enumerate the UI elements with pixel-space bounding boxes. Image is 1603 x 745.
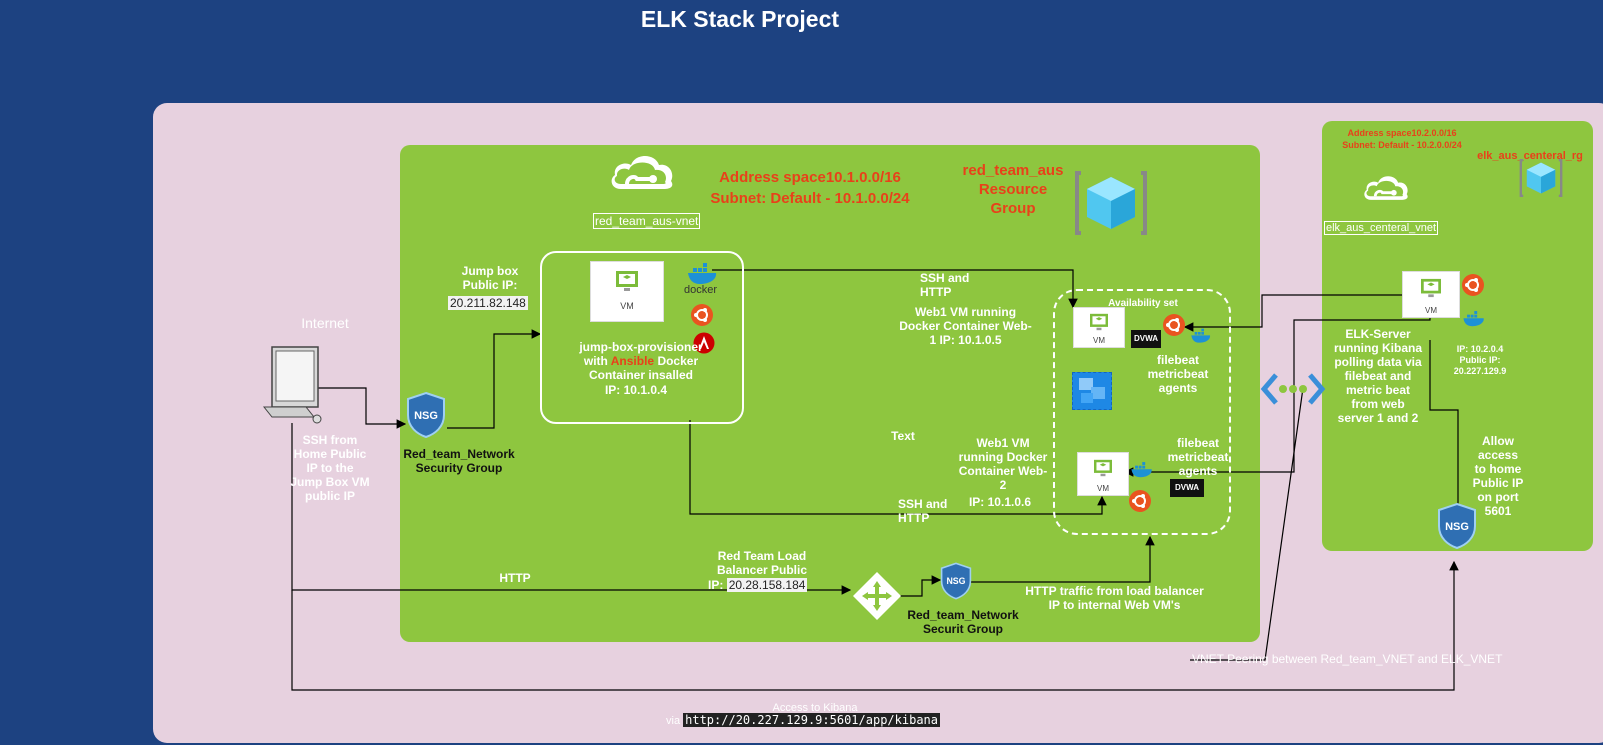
nsg2-badge: NSG (946, 576, 965, 586)
elk-ip-3: 20.227.129.9 (1453, 366, 1507, 376)
availability-set-box (1053, 289, 1231, 535)
docker-label: docker (684, 284, 718, 296)
vm-monitor-icon (1090, 313, 1108, 331)
vnet-peering-label: VNET Peering between Red_team_VNET and E… (1192, 652, 1503, 666)
http-traffic-label: HTTP traffic from load balancer IP to in… (1025, 584, 1204, 612)
red-team-vnet-box (400, 145, 1260, 642)
red-resource-group-label: red_team_aus Resource Group (962, 162, 1064, 217)
kibana-via: via http://20.227.129.9:5601/app/kibana (666, 713, 940, 727)
web1-ubuntu-icon (1163, 314, 1185, 336)
nsg2-label: Red_team_Network Securit Group (907, 608, 1019, 636)
elk-ubuntu-icon (1462, 274, 1484, 296)
web2-vm-label: VM (1097, 484, 1109, 493)
elk-address-space: Address space10.2.0.0/16 (1347, 128, 1457, 138)
load-balancer-ip-prefix: IP: (708, 578, 724, 592)
ansible-icon (693, 332, 715, 354)
elk-subnet: Subnet: Default - 10.2.0.0/24 (1342, 140, 1462, 150)
web2-dvwa-icon: DVWA (1170, 479, 1204, 497)
http-label: HTTP (499, 571, 531, 585)
elk-ip-1: IP: 10.2.0.4 (1456, 344, 1504, 354)
elk-resource-group-icon (1519, 159, 1563, 197)
availability-set-label: Availability set (1108, 298, 1178, 309)
jumpbox-public-label: Jump box Public IP: (461, 264, 519, 292)
red-address-space: Address space10.1.0.0/16 (719, 169, 901, 186)
elk-vm-icon: VM (1402, 271, 1460, 318)
kibana-url[interactable]: http://20.227.129.9:5601/app/kibana (683, 713, 940, 727)
computer-icon (262, 346, 322, 424)
web2-ubuntu-icon (1129, 490, 1151, 512)
elk-vnet-name: elk_aus_centeral_vnet (1324, 218, 1439, 236)
web1-docker-icon (1191, 328, 1211, 343)
nsg1-label: Red_team_Network Security Group (403, 447, 515, 475)
elk-ip-2: Public IP: (1459, 355, 1501, 365)
vnet-cloud-icon (611, 156, 673, 189)
red-vnet-name: red_team_aus-vnet (593, 212, 701, 230)
kibana-access-label: Access to Kibana (772, 702, 858, 714)
jumpbox-desc-2: Docker Container insalled (588, 354, 699, 382)
web1-dvwa-icon: DVWA (1131, 330, 1161, 348)
web1-label: Web1 VM running Docker Container Web-1 I… (899, 305, 1032, 347)
nsg-shield-icon: NSG (407, 391, 445, 439)
vm-monitor-icon (616, 271, 638, 291)
elk-server-description: ELK-Server running Kibana polling data v… (1334, 327, 1422, 425)
vnet-peering-icon (1260, 373, 1326, 405)
jumpbox-desc-1: jump-box-provisioner with (579, 340, 703, 368)
nsg1-badge: NSG (414, 410, 438, 422)
web1-vm-label: VM (1093, 336, 1105, 345)
jumpbox-vm-icon: VM (590, 261, 664, 322)
elk-vm-label: VM (1425, 306, 1437, 315)
ssh-http-top-label: SSH and HTTP (920, 271, 970, 299)
docker-icon (688, 263, 717, 284)
elk-docker-icon (1463, 311, 1484, 327)
load-balancer-label: Red Team Load Balancer Public (716, 549, 808, 577)
elk-vnet-name-text: elk_aus_centeral_vnet (1324, 221, 1439, 235)
web2-vm-icon: VM (1077, 452, 1129, 496)
elk-rg-label: elk_aus_centeral_rg (1477, 150, 1583, 162)
web2-ip: IP: 10.1.0.6 (968, 495, 1032, 509)
red-subnet: Subnet: Default - 10.1.0.0/24 (710, 190, 910, 207)
jumpbox-public-ip: 20.211.82.148 (448, 294, 528, 312)
text-label: Text (891, 429, 915, 443)
web1-vm-icon: VM (1073, 307, 1125, 348)
web2-docker-icon (1131, 462, 1152, 478)
jumpbox-ip: IP: 10.1.0.4 (604, 383, 668, 397)
jumpbox-description: jump-box-provisioner with Ansible Docker… (571, 340, 711, 382)
ansible-label: Ansible (610, 354, 655, 368)
jumpbox-public-ip-value: 20.211.82.148 (448, 296, 528, 310)
ubuntu-icon (691, 304, 713, 326)
load-balancer-ip-value: 20.28.158.184 (726, 578, 808, 592)
ssh-http-bottom-label: SSH and HTTP (898, 497, 948, 525)
kibana-via-text: via (666, 715, 681, 727)
nsg2-shield-icon: NSG (940, 562, 972, 600)
page-title: ELK Stack Project (640, 6, 840, 32)
vm-monitor-icon (1421, 278, 1441, 298)
red-vnet-name-text: red_team_aus-vnet (593, 213, 701, 229)
jumpbox-container (540, 251, 744, 424)
nsg3-shield-icon: NSG (1438, 502, 1476, 550)
scale-set-icon (1072, 372, 1112, 410)
load-balancer-icon (853, 572, 901, 620)
ssh-home-note: SSH from Home Public IP to the Jump Box … (290, 433, 370, 503)
web1-agents: filebeat metricbeat agents (1147, 353, 1209, 395)
web2-label: Web1 VM running Docker Container Web-2 (958, 436, 1048, 492)
elk-allow-access: Allow access to home Public IP on port 5… (1472, 434, 1524, 518)
nsg3-badge: NSG (1445, 521, 1469, 533)
load-balancer-ip: IP: 20.28.158.184 (708, 578, 818, 592)
vm-monitor-icon (1094, 459, 1112, 477)
resource-group-icon (1075, 171, 1147, 235)
jumpbox-vm-label: VM (620, 301, 634, 311)
web2-agents: filebeat metricbeat agents (1167, 436, 1229, 478)
elk-vnet-cloud-icon (1364, 176, 1408, 200)
internet-label: Internet (301, 315, 349, 331)
